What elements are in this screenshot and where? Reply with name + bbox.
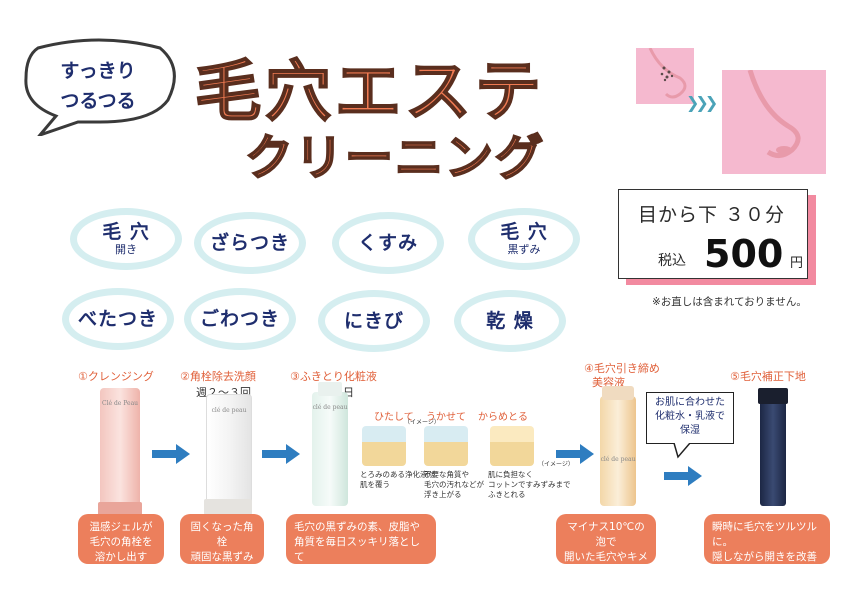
- step2-product-image: clé de peau: [204, 394, 252, 515]
- stage3-heading: からめとる: [478, 412, 528, 423]
- stage2-line: 不要な角質や: [424, 470, 469, 479]
- badge-label: ごわつき: [199, 308, 280, 330]
- double-chevron-right-icon: ❯❯❯: [686, 93, 718, 112]
- price-amount: 500: [704, 232, 784, 276]
- bubble-line2: つるつる: [60, 90, 136, 112]
- stage2-heading: うかせて: [426, 412, 466, 423]
- step4-description: マイナス10℃の泡で 開いた毛穴やキメを キュッと引き締める: [556, 514, 656, 608]
- callout-line: 化粧水・乳液で: [655, 411, 725, 422]
- step1-label: ①クレンジング: [78, 370, 154, 383]
- step2-desc-line: 固くなった角栓: [190, 521, 254, 548]
- badge-oiliness: べたつき: [62, 288, 174, 350]
- callout-line: お肌に合わせた: [655, 397, 725, 408]
- nose-pores-icon: [636, 47, 694, 104]
- step1-desc-line: 溶かし出す: [94, 551, 148, 563]
- price-tax-label: 税込: [658, 253, 686, 269]
- step2-desc-line: 頑固な黒ずみ: [190, 551, 254, 563]
- arrow-right-icon: [664, 466, 702, 486]
- skin-stage2-icon: [424, 426, 468, 466]
- step4-product-image: clé de peau: [600, 386, 636, 506]
- step3-label: ③ふきとり化粧液: [290, 370, 377, 383]
- step4-label: ④毛穴引き締め: [584, 362, 660, 375]
- badge-pore-dark: 毛 穴 黒ずみ: [468, 208, 580, 270]
- stage1-line: とろみのある浄化液が: [360, 470, 435, 479]
- step5-desc-line: 瞬時に毛穴をツルツルに。: [712, 521, 817, 548]
- badge-label: 乾 燥: [486, 310, 534, 332]
- step5-desc-line: 隠しながら開きを改善し: [712, 551, 817, 578]
- step1-product-image: Clé de Peau: [98, 388, 142, 516]
- stage2-line: 浮き上がる: [424, 490, 462, 499]
- badge-acne: にきび: [318, 290, 430, 352]
- step5-desc-line: なめらかな肌へ。: [712, 581, 796, 593]
- step3-description: 毛穴の黒ずみの素、皮脂や 角質を毎日スッキリ落として ツルツルに！: [286, 514, 436, 578]
- step5-product-image: [758, 388, 788, 506]
- step3-product-image: clé de peau: [312, 382, 348, 506]
- page-title: 毛穴エステ: [194, 52, 545, 131]
- badge-sublabel: 黒ずみ: [507, 243, 541, 256]
- step4-sublabel: 美容液: [592, 376, 625, 389]
- stage1-heading: ひたして: [374, 412, 414, 423]
- badge-label: 毛 穴: [500, 221, 548, 243]
- step3-desc-line: 角質を毎日スッキリ落として: [294, 536, 420, 563]
- step5-label: ⑤毛穴補正下地: [730, 370, 806, 383]
- skin-stage3-icon: [490, 426, 534, 466]
- moisturize-callout: お肌に合わせた 化粧水・乳液で 保湿: [646, 392, 734, 444]
- stage1-tag: （イメージ）: [404, 419, 440, 426]
- badge-label: 毛 穴: [102, 221, 150, 243]
- badge-label: べたつき: [77, 308, 158, 330]
- callout-tail: [673, 443, 691, 459]
- step4-desc-line: マイナス10℃の泡で: [567, 521, 645, 548]
- step2-desc-line: ざらつきを除去: [190, 566, 254, 593]
- nose-clear-icon: [722, 69, 826, 174]
- step2-label: ②角栓除去洗顔: [180, 370, 256, 383]
- step5-description: 瞬時に毛穴をツルツルに。 隠しながら開きを改善し なめらかな肌へ。: [704, 514, 830, 593]
- step1-description: 温感ジェルが 毛穴の角栓を 溶かし出す: [78, 514, 164, 564]
- skin-stage1-icon: [362, 426, 406, 466]
- step3-desc-line: 毛穴の黒ずみの素、皮脂や: [294, 521, 420, 533]
- price-duration: 目から下 ３０分: [638, 204, 786, 226]
- arrow-right-icon: [262, 444, 300, 464]
- stage3-line: コットンですみずみまで: [488, 480, 571, 489]
- stage3-line: ふきとれる: [488, 490, 526, 499]
- bubble-text: すっきり つるつる: [28, 56, 168, 116]
- arrow-right-icon: [152, 444, 190, 464]
- badge-sublabel: 開き: [115, 243, 137, 256]
- bubble-line1: すっきり: [60, 60, 136, 82]
- stage3-text: 肌に負担なく コットンですみずみまで ふきとれる: [488, 470, 571, 500]
- step2-description: 固くなった角栓 頑固な黒ずみ ざらつきを除去: [180, 514, 264, 593]
- badge-label: くすみ: [357, 232, 418, 254]
- stage1-text: とろみのある浄化液が 肌を覆う: [360, 470, 435, 490]
- stage2-line: 毛穴の汚れなどが: [424, 480, 484, 489]
- badge-label: にきび: [343, 310, 404, 332]
- badge-pore-open: 毛 穴 開き: [70, 208, 182, 270]
- step4-desc-line: キュッと引き締める: [564, 581, 648, 608]
- badge-roughness: ざらつき: [194, 212, 306, 274]
- page-subtitle: クリーニング: [244, 129, 546, 187]
- stage3-tag: （イメージ）: [538, 461, 574, 468]
- stage2-text: 不要な角質や 毛穴の汚れなどが 浮き上がる: [424, 470, 484, 500]
- step4-desc-line: 開いた毛穴やキメを: [564, 551, 648, 578]
- badge-label: ざらつき: [209, 232, 290, 254]
- speech-bubble: [24, 38, 176, 136]
- step3-desc-line: ツルツルに！: [294, 566, 357, 578]
- stage1-line: 肌を覆う: [360, 480, 390, 489]
- step1-desc-line: 毛穴の角栓を: [89, 536, 153, 548]
- badge-dryness: 乾 燥: [454, 290, 566, 352]
- price-unit: 円: [790, 256, 804, 271]
- arrow-right-icon: [556, 444, 594, 464]
- badge-stiffness: ごわつき: [184, 288, 296, 350]
- step1-desc-line: 温感ジェルが: [89, 521, 153, 533]
- stage3-line: 肌に負担なく: [488, 470, 533, 479]
- callout-line: 保湿: [680, 425, 700, 436]
- price-note: ※お直しは含まれておりません。: [652, 296, 807, 308]
- badge-dullness: くすみ: [332, 212, 444, 274]
- price-box: [618, 189, 808, 279]
